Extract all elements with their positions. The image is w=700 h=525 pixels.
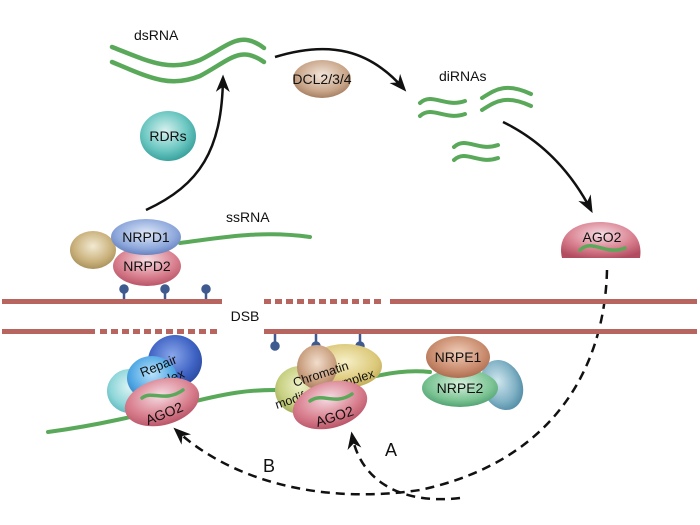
dna-top-broken-segment <box>264 299 381 304</box>
ssRNA-strand <box>178 232 312 245</box>
pathway-A-label: A <box>385 440 397 460</box>
NRPE1-label: NRPE1 <box>435 349 482 365</box>
PolV-complex: NRPE2 NRPE1 <box>422 336 524 411</box>
PolIV-accessory-subunit <box>70 231 116 269</box>
DCL-label: DCL2/3/4 <box>292 71 351 87</box>
NRPD2-label: NRPD2 <box>123 258 171 274</box>
NRPD2-protein <box>113 246 181 286</box>
arrow-to-diRNAs <box>274 47 407 92</box>
dsRNA-strands <box>109 37 267 84</box>
NRPE1-protein <box>426 336 490 378</box>
pathway-B-label: B <box>263 456 275 476</box>
AGO2-middle-diRNA <box>308 392 354 403</box>
pathway-B-arrow <box>173 269 609 496</box>
NRPD1-label: NRPD1 <box>122 229 170 245</box>
RDRs-label: RDRs <box>149 128 186 144</box>
AGO2-left-diRNA <box>140 388 185 400</box>
arrow-to-dsRNA <box>145 74 230 212</box>
diRNAs-label: diRNAs <box>439 68 486 84</box>
DSB-label: DSB <box>231 308 260 324</box>
NRPE2-label: NRPE2 <box>437 380 484 396</box>
dna-bottom-strand <box>2 329 697 334</box>
ssRNA-label: ssRNA <box>226 209 270 225</box>
pathway-A-arrow <box>347 431 461 501</box>
DCL-protein <box>293 60 351 98</box>
dna-top-strand <box>2 299 697 304</box>
NRPE2-protein <box>422 369 498 407</box>
methylation-marks-top <box>119 284 211 299</box>
arrow-to-AGO2 <box>502 120 593 214</box>
diRNA-duplexes <box>418 85 533 162</box>
chromatin-subunit-tan <box>297 345 337 389</box>
AGO2-top-label: AGO2 <box>583 229 622 245</box>
AGO2-middle-protein <box>292 380 368 430</box>
dsRNA-label: dsRNA <box>134 27 179 43</box>
AGO2-bound-diRNA <box>578 244 627 252</box>
RDRs-protein <box>140 111 196 161</box>
NRPD1-protein <box>111 219 181 255</box>
